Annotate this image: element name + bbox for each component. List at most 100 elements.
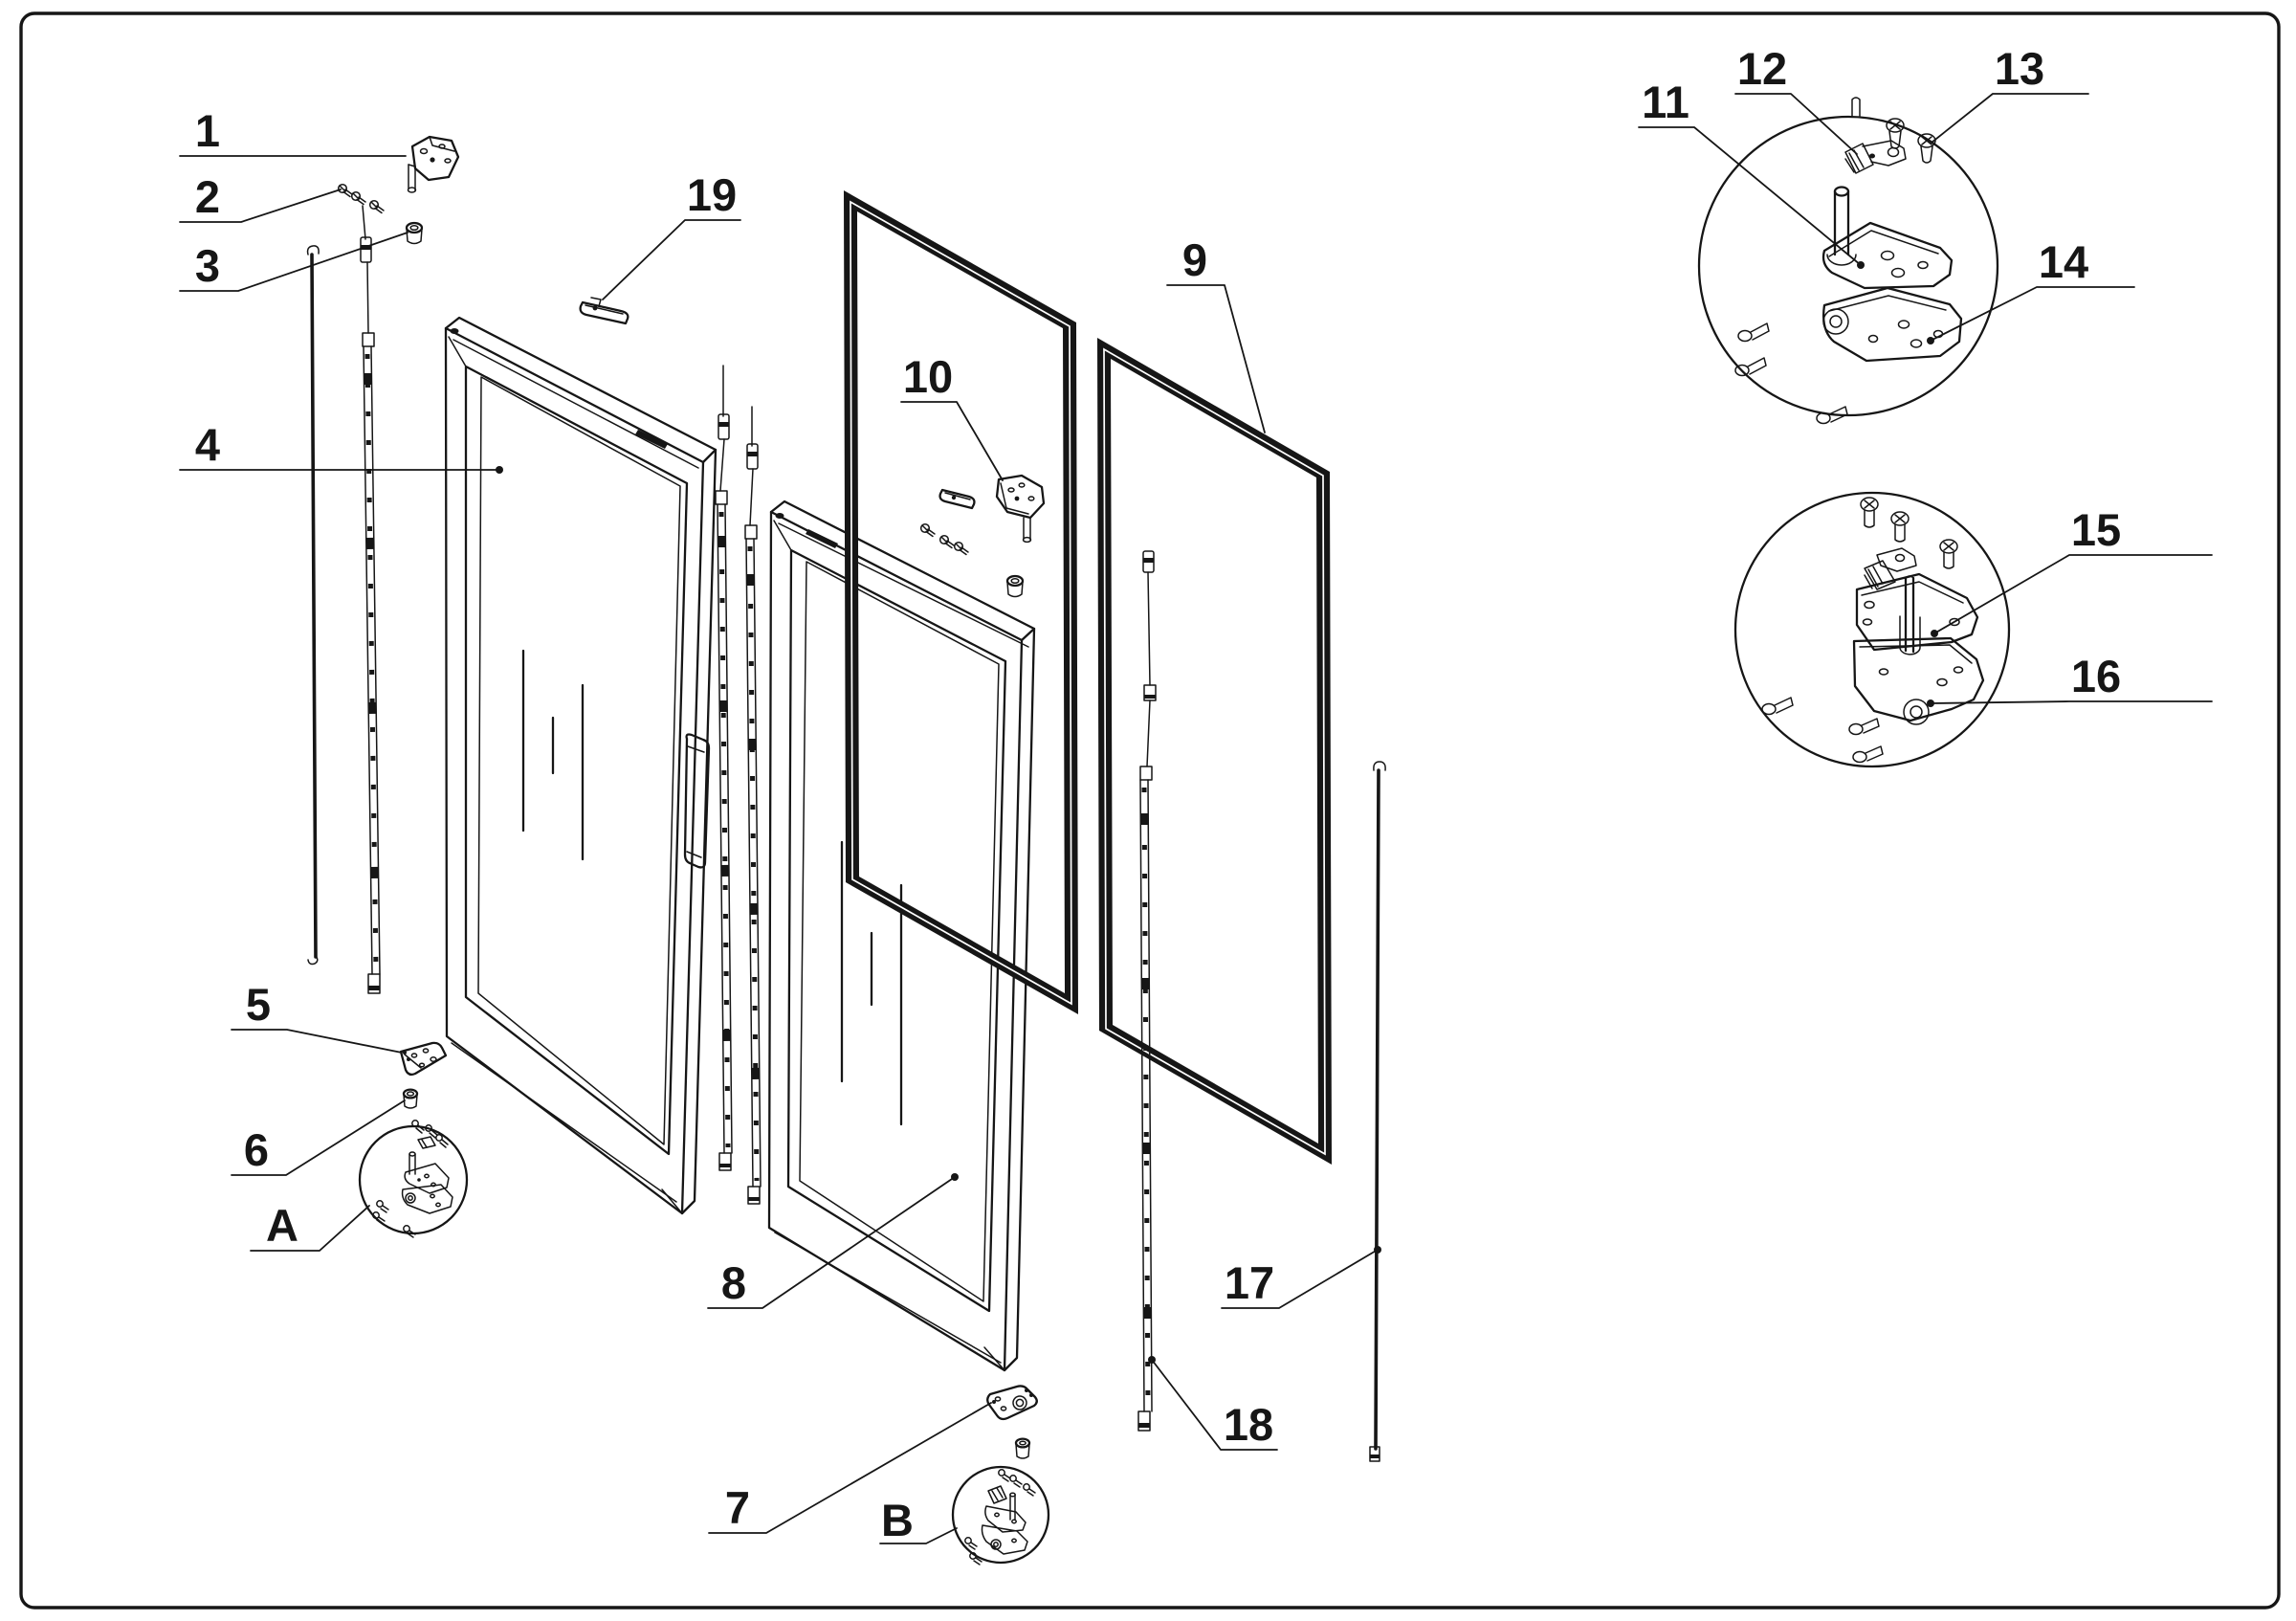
callout-label-18: 18 xyxy=(1224,1399,1273,1450)
callout-label-12: 12 xyxy=(1737,43,1787,94)
leader-line-17 xyxy=(1221,1249,1379,1309)
callout-label-13: 13 xyxy=(1995,43,2044,94)
callout-15: 15 xyxy=(1931,504,2213,637)
callout-b: B xyxy=(879,1495,958,1545)
screw-icon xyxy=(1890,511,1910,543)
callout-label-3: 3 xyxy=(195,240,220,291)
leader-line-2 xyxy=(179,189,342,223)
leader-line-18 xyxy=(1151,1359,1278,1451)
part-7-bottom-hinge-plate xyxy=(986,1385,1038,1421)
part-12-latch xyxy=(1844,140,1907,174)
part-11-hinge-pin-plate xyxy=(1821,186,1954,290)
screw-icon xyxy=(1860,497,1879,528)
callout-8: 8 xyxy=(707,1173,959,1309)
callout-11: 11 xyxy=(1638,77,1865,269)
screw-icon xyxy=(1761,697,1794,716)
callout-label-b: B xyxy=(881,1495,914,1545)
leader-dot-4 xyxy=(496,466,503,474)
leader-line-3 xyxy=(179,232,408,292)
leader-line-9 xyxy=(1166,284,1266,433)
leader-dot-8 xyxy=(951,1173,959,1181)
callout-label-10: 10 xyxy=(903,351,953,402)
leader-dot-16 xyxy=(1927,699,1934,707)
callout-label-4: 4 xyxy=(195,419,220,470)
door-right-assembly xyxy=(767,500,1036,1372)
callout-12: 12 xyxy=(1734,43,1858,155)
callout-label-16: 16 xyxy=(2071,651,2121,701)
part-3-bushing xyxy=(405,221,424,245)
callout-2: 2 xyxy=(179,171,342,223)
leader-line-11 xyxy=(1638,126,1862,266)
hinge-pin-hole xyxy=(450,328,459,334)
led-strip-mid-a xyxy=(715,365,733,1171)
led-strip-right xyxy=(1137,550,1157,1432)
callout-9: 9 xyxy=(1166,234,1266,433)
part-5-bottom-hinge-plate xyxy=(399,1041,448,1077)
led-strip-left xyxy=(360,205,381,994)
leader-line-16 xyxy=(1930,700,2213,704)
callout-label-6: 6 xyxy=(244,1124,269,1175)
callout-18: 18 xyxy=(1148,1356,1278,1451)
screw-icon xyxy=(1852,745,1884,764)
callout-label-2: 2 xyxy=(195,171,220,222)
door-left-assembly xyxy=(444,316,718,1215)
screw-icon xyxy=(1939,539,1958,569)
callout-label-7: 7 xyxy=(725,1482,750,1533)
part-16-hinge-plate xyxy=(1852,636,1985,725)
leader-line-15 xyxy=(1933,554,2213,634)
detail-view-b xyxy=(951,1465,1050,1565)
leader-line-5 xyxy=(231,1029,403,1054)
callout-3: 3 xyxy=(179,232,408,292)
top-frame-slot xyxy=(806,529,838,548)
pin-icon xyxy=(1851,97,1861,117)
callout-label-14: 14 xyxy=(2039,236,2088,287)
callout-label-1: 1 xyxy=(195,105,220,156)
callout-a: A xyxy=(250,1200,370,1252)
detail-view-mid-hinge xyxy=(1733,491,2011,768)
detail-view-a xyxy=(358,1120,469,1238)
callout-5: 5 xyxy=(231,979,403,1054)
callout-4: 4 xyxy=(179,419,503,474)
screw-icon xyxy=(1816,406,1848,425)
top-frame-slot xyxy=(635,430,668,449)
part-6-bushing xyxy=(402,1088,419,1109)
glass-reflection-lines xyxy=(840,840,903,1126)
drawing-border xyxy=(19,11,2281,1610)
led-strip-mid-b xyxy=(744,406,762,1205)
callout-label-15: 15 xyxy=(2071,504,2121,555)
callout-label-11: 11 xyxy=(1642,77,1689,127)
callout-17: 17 xyxy=(1221,1246,1381,1309)
callout-14: 14 xyxy=(1927,236,2135,344)
callout-label-5: 5 xyxy=(246,979,271,1030)
heater-wire-rod-left xyxy=(306,245,320,966)
leader-line-8 xyxy=(707,1176,956,1309)
callout-19: 19 xyxy=(602,169,741,300)
callout-label-9: 9 xyxy=(1182,234,1207,285)
screw-icon xyxy=(1848,718,1880,736)
screw-icon xyxy=(1734,357,1767,377)
part-15-hinge-plate xyxy=(1855,547,1979,655)
callout-6: 6 xyxy=(231,1099,406,1176)
callout-10: 10 xyxy=(900,351,1004,481)
leader-line-14 xyxy=(1930,286,2135,342)
callouts: 1 2 3 4 5 6 A 7 xyxy=(179,43,2213,1545)
callout-label-8: 8 xyxy=(721,1257,746,1308)
callout-1: 1 xyxy=(179,105,407,157)
part-1-top-hinge-bracket xyxy=(407,135,460,193)
bushing-above-detail-b xyxy=(1014,1437,1031,1459)
leader-line-12 xyxy=(1734,93,1858,155)
leader-line-6 xyxy=(231,1099,406,1176)
screw-icon xyxy=(1917,133,1936,164)
door-gasket-left xyxy=(844,190,1078,1014)
part-14-hinge-plate xyxy=(1821,286,1963,363)
callout-7: 7 xyxy=(708,1402,992,1534)
callout-16: 16 xyxy=(1927,651,2213,707)
callout-label-19: 19 xyxy=(687,169,737,220)
detail-view-top-hinge xyxy=(1697,97,1999,425)
part-19-clip xyxy=(579,297,629,325)
glass-reflection-lines xyxy=(521,649,585,861)
callout-label-17: 17 xyxy=(1225,1257,1274,1308)
leader-line-13 xyxy=(1931,93,2089,144)
door-gasket-right xyxy=(1097,338,1332,1165)
